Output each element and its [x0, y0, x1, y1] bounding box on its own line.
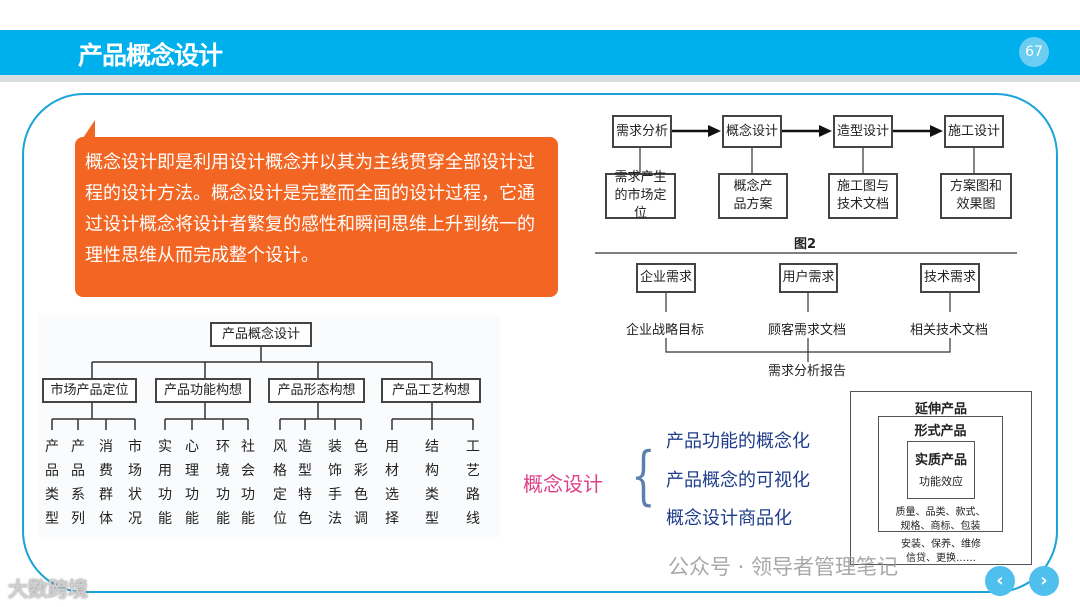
flow-step: 需求分析: [612, 115, 672, 148]
page-title: 产品概念设计: [78, 41, 223, 70]
flow-step: 造型设计: [833, 115, 893, 148]
concept-label: 概念设计: [523, 472, 603, 496]
wechat-watermark: 公众号 · 领导者管理笔记: [668, 555, 899, 579]
tree-branch: 产品功能构想: [155, 378, 251, 403]
core-product-desc: 功能效应: [919, 475, 963, 488]
flow-output: 需求产生的市场定位: [605, 170, 676, 221]
tree-leaf: 色彩色调: [354, 439, 368, 527]
core-product-box: [907, 441, 975, 499]
concept-item: 产品概念的可视化: [666, 470, 810, 491]
formal-product-box: [878, 416, 1003, 532]
extended-desc: 信贷、更换……: [906, 553, 976, 564]
tree-leaf: 环境功能: [216, 439, 230, 527]
next-slide-button[interactable]: ›: [1029, 566, 1059, 596]
flow-output: 概念产品方案: [718, 173, 788, 219]
need-box: 用户需求: [779, 263, 838, 293]
need-result: 需求分析报告: [768, 364, 847, 379]
flow-output: 施工图与技术文档: [828, 173, 898, 219]
tree-leaf: 装饰手法: [328, 439, 342, 527]
tree-leaf: 用材选择: [385, 439, 399, 527]
tree-leaf: 实用功能: [158, 439, 172, 527]
tree-leaf: 产品系列: [71, 439, 85, 527]
tree-leaf: 心理功能: [185, 439, 199, 527]
callout-tail: [83, 120, 95, 138]
concept-item: 概念设计商品化: [666, 508, 792, 529]
tree-branch: 产品工艺构想: [381, 378, 481, 403]
tree-root: 产品概念设计: [210, 322, 312, 347]
content-frame: [22, 93, 1058, 593]
tree-branch: 市场产品定位: [42, 378, 137, 403]
formal-product-label: 形式产品: [914, 424, 967, 439]
logo-watermark: 大数跨境: [8, 577, 88, 601]
tree-leaf: 工艺路线: [466, 439, 480, 527]
tree-leaf: 造型特色: [298, 439, 312, 527]
title-bar-shadow: [0, 75, 1080, 82]
prev-slide-button[interactable]: ‹: [985, 566, 1015, 596]
need-doc: 相关技术文档: [910, 319, 989, 338]
tree-leaf: 产品类型: [45, 439, 59, 527]
title-bar: [0, 30, 1080, 75]
core-product-label: 实质产品: [914, 453, 967, 468]
formal-desc: 质量、品类、款式、: [895, 507, 986, 518]
brace-icon: {: [631, 439, 656, 513]
tree-leaf: 风格定位: [273, 439, 287, 527]
concept-item: 产品功能的概念化: [666, 431, 810, 452]
tree-leaf: 社会功能: [241, 439, 255, 527]
flow-caption: 图2: [794, 237, 817, 252]
tree-leaf: 结构类型: [425, 439, 439, 527]
need-doc: 企业战略目标: [626, 319, 705, 338]
need-doc: 顾客需求文档: [768, 319, 847, 338]
extended-product-box: [850, 391, 1032, 565]
tree-leaf: 市场状况: [128, 439, 142, 527]
formal-desc: 规格、商标、包装: [900, 521, 981, 532]
extended-desc: 安装、保养、维修: [901, 539, 981, 550]
page-number: 67: [1019, 37, 1049, 67]
extended-product-label: 延伸产品: [914, 402, 967, 417]
concept-tree-diagram: [38, 315, 500, 537]
flow-step: 施工设计: [944, 115, 1004, 148]
tree-leaf: 消费群体: [99, 439, 113, 527]
definition-callout: 概念设计即是利用设计概念并以其为主线贯穿全部设计过程的设计方法。概念设计是完整而…: [75, 137, 558, 297]
flow-output: 方案图和效果图: [940, 173, 1012, 219]
tree-branch: 产品形态构想: [268, 378, 365, 403]
need-box: 技术需求: [920, 263, 980, 293]
need-box: 企业需求: [636, 263, 696, 293]
flow-step: 概念设计: [722, 115, 782, 148]
